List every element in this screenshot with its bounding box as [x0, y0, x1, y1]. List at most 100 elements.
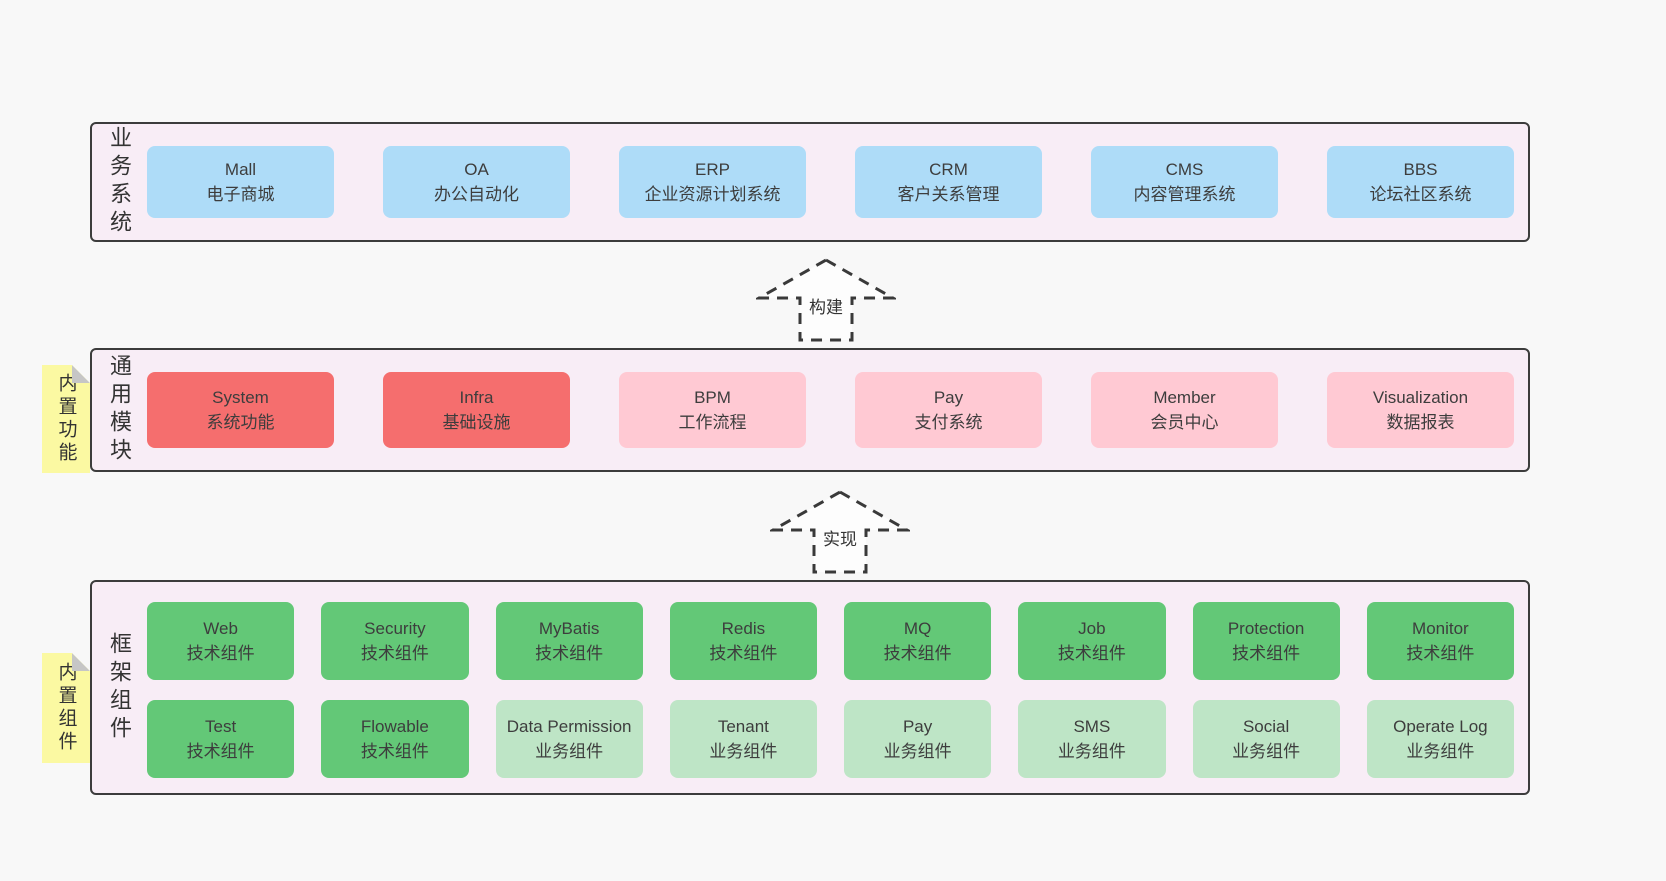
panel-framework-components: 框架组件 Web 技术组件 Security 技术组件 MyBatis 技术组件…: [90, 580, 1530, 795]
implement-arrow-shape: [770, 490, 910, 574]
box-title: BPM: [694, 387, 731, 407]
box-title: System: [212, 387, 269, 407]
box-subtitle: 客户关系管理: [897, 185, 1000, 204]
box-security: Security 技术组件: [321, 602, 469, 680]
box-subtitle: 技术组件: [360, 644, 429, 663]
box-title: ERP: [695, 159, 730, 179]
panel-label-framework-components: 框架组件: [107, 631, 132, 744]
box-title: Pay: [902, 716, 933, 736]
box-erp: ERP 企业资源计划系统: [619, 146, 806, 218]
folded-corner: [72, 365, 90, 383]
box-sms: SMS 业务组件: [1018, 700, 1166, 778]
box-subtitle: 会员中心: [1150, 413, 1219, 432]
box-subtitle: 技术组件: [709, 644, 778, 663]
box-visualization: Visualization 数据报表: [1327, 372, 1514, 448]
business-boxes-row: Mall 电子商城 OA 办公自动化 ERP 企业资源计划系统 CRM 客户关系…: [147, 146, 1514, 218]
box-title: Protection: [1227, 618, 1305, 638]
box-title: MyBatis: [538, 618, 600, 638]
box-monitor: Monitor 技术组件: [1366, 602, 1514, 680]
panel-common-modules: 通用模块 System 系统功能 Infra 基础设施 BPM 工作流程 Pay…: [90, 348, 1530, 472]
box-title: CMS: [1165, 159, 1204, 179]
box-flowable: Flowable 技术组件: [321, 700, 469, 778]
box-crm: CRM 客户关系管理: [855, 146, 1042, 218]
box-oa: OA 办公自动化: [383, 146, 570, 218]
sticky-note-builtin-components: 内置组件: [42, 653, 90, 763]
box-title: Member: [1153, 387, 1216, 407]
box-social: Social 业务组件: [1192, 700, 1340, 778]
box-subtitle: 系统功能: [206, 413, 275, 432]
box-mall: Mall 电子商城: [147, 146, 334, 218]
box-mq: MQ 技术组件: [844, 602, 992, 680]
box-title: Visualization: [1372, 387, 1469, 407]
box-title: Flowable: [360, 716, 429, 736]
box-title: Security: [364, 618, 426, 638]
box-subtitle: 技术组件: [883, 644, 952, 663]
box-subtitle: 业务组件: [709, 742, 778, 761]
box-subtitle: 办公自动化: [434, 185, 519, 204]
box-subtitle: 技术组件: [360, 742, 429, 761]
box-bbs: BBS 论坛社区系统: [1327, 146, 1514, 218]
box-subtitle: 数据报表: [1386, 413, 1455, 432]
box-title: BBS: [1403, 159, 1438, 179]
box-bpm: BPM 工作流程: [619, 372, 806, 448]
box-title: Test: [205, 716, 237, 736]
box-title: OA: [464, 159, 489, 179]
box-title: Monitor: [1412, 618, 1469, 638]
box-mybatis: MyBatis 技术组件: [495, 602, 643, 680]
box-infra: Infra 基础设施: [383, 372, 570, 448]
box-subtitle: 技术组件: [186, 644, 255, 663]
build-arrow-shape: [756, 258, 896, 342]
box-data-permission: Data Permission 业务组件: [495, 700, 643, 778]
box-system: System 系统功能: [147, 372, 334, 448]
box-title: Job: [1078, 618, 1106, 638]
box-subtitle: 业务组件: [1406, 742, 1475, 761]
box-job: Job 技术组件: [1018, 602, 1166, 680]
box-subtitle: 论坛社区系统: [1369, 185, 1472, 204]
panel-business-systems: 业务系统 Mall 电子商城 OA 办公自动化 ERP 企业资源计划系统 CRM…: [90, 122, 1530, 242]
box-title: CRM: [929, 159, 968, 179]
box-subtitle: 基础设施: [442, 413, 511, 432]
box-subtitle: 技术组件: [1057, 644, 1126, 663]
box-title: Pay: [933, 387, 964, 407]
box-pay: Pay 支付系统: [855, 372, 1042, 448]
box-title: SMS: [1073, 716, 1111, 736]
box-title: Redis: [721, 618, 766, 638]
framework-row-1: Web 技术组件 Security 技术组件 MyBatis 技术组件 Redi…: [147, 602, 1514, 680]
common-modules-row: System 系统功能 Infra 基础设施 BPM 工作流程 Pay 支付系统…: [147, 372, 1514, 448]
box-title: MQ: [903, 618, 932, 638]
sticky-note-builtin-components-text: 内置组件: [55, 662, 77, 754]
box-title: Web: [203, 618, 238, 638]
box-protection: Protection 技术组件: [1192, 602, 1340, 680]
box-subtitle: 企业资源计划系统: [644, 185, 781, 204]
implement-arrow-label: 实现: [823, 530, 857, 549]
box-subtitle: 技术组件: [1406, 644, 1475, 663]
box-subtitle: 业务组件: [535, 742, 604, 761]
box-redis: Redis 技术组件: [669, 602, 817, 680]
panel-label-business-systems: 业务系统: [107, 126, 132, 238]
box-subtitle: 内容管理系统: [1133, 185, 1236, 204]
box-member: Member 会员中心: [1091, 372, 1278, 448]
folded-corner: [72, 653, 90, 671]
box-title: Tenant: [717, 716, 769, 736]
box-title: Social: [1242, 716, 1290, 736]
box-subtitle: 工作流程: [678, 413, 747, 432]
box-subtitle: 技术组件: [1232, 644, 1301, 663]
box-test: Test 技术组件: [147, 700, 295, 778]
box-subtitle: 业务组件: [1057, 742, 1126, 761]
box-title: Infra: [459, 387, 494, 407]
box-title: Mall: [224, 159, 257, 179]
box-cms: CMS 内容管理系统: [1091, 146, 1278, 218]
box-title: Operate Log: [1393, 716, 1488, 736]
sticky-note-builtin-features: 内置功能: [42, 365, 90, 473]
box-subtitle: 技术组件: [535, 644, 604, 663]
box-tenant: Tenant 业务组件: [669, 700, 817, 778]
build-arrow-label: 构建: [809, 298, 843, 317]
box-operate-log: Operate Log 业务组件: [1366, 700, 1514, 778]
build-arrow: 构建: [756, 257, 896, 343]
panel-label-common-modules: 通用模块: [107, 354, 132, 466]
box-subtitle: 电子商城: [206, 185, 275, 204]
box-pay: Pay 业务组件: [844, 700, 992, 778]
box-title: Data Permission: [506, 716, 632, 736]
sticky-note-builtin-features-text: 内置功能: [55, 373, 77, 465]
